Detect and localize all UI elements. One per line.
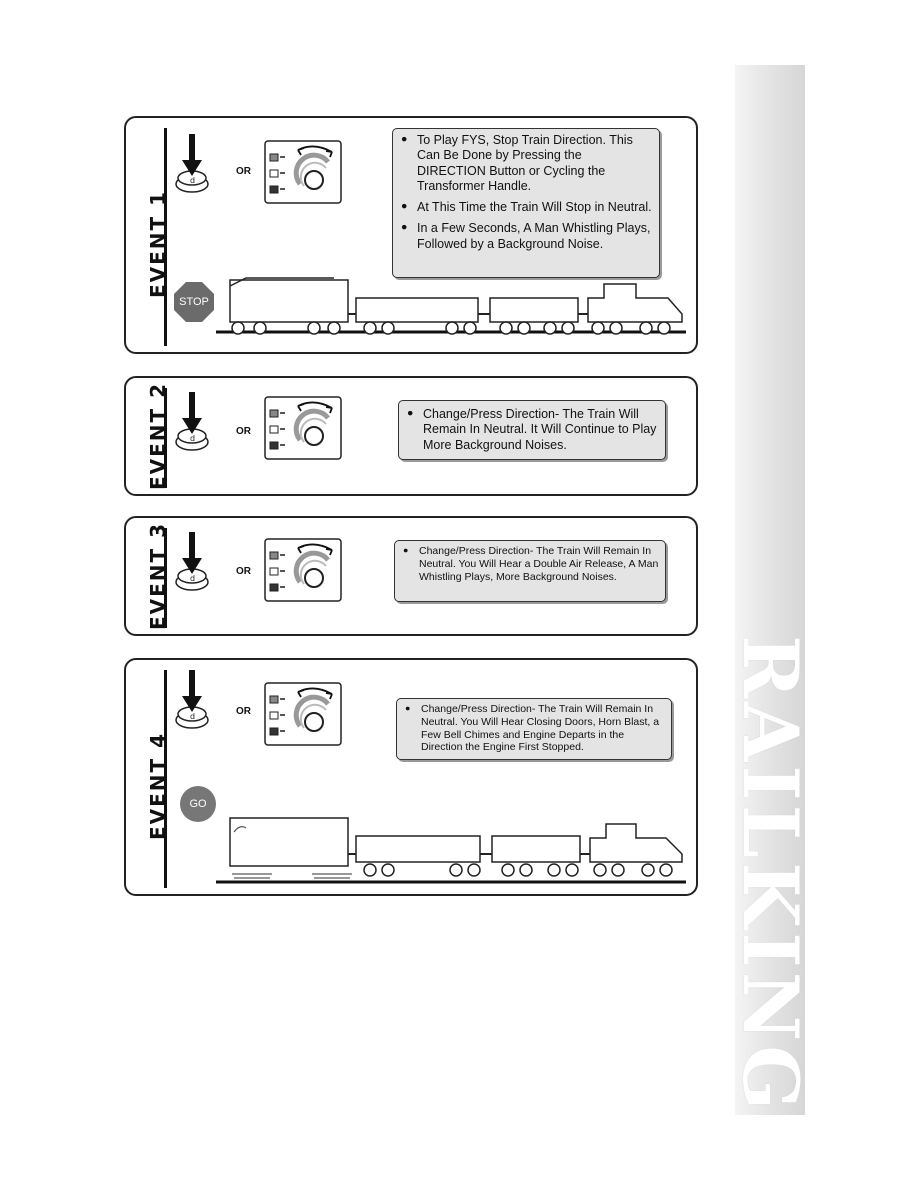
- instruction-callout: Change/Press Direction- The Train Will R…: [394, 540, 666, 602]
- transformer-icon: [264, 396, 342, 460]
- svg-text:d: d: [190, 574, 195, 583]
- divider: [164, 128, 167, 346]
- direction-button-icon: d: [175, 670, 209, 729]
- event-panel-3: EVENT 3 d OR Change/Press Direction- The…: [124, 516, 698, 636]
- divider: [164, 528, 167, 628]
- divider: [164, 670, 167, 888]
- svg-text:d: d: [190, 712, 195, 721]
- instruction-bullet: In a Few Seconds, A Man Whistling Plays,…: [399, 221, 653, 252]
- transformer-icon: [264, 682, 342, 746]
- instruction-bullet: Change/Press Direction- The Train Will R…: [403, 703, 665, 754]
- brand-logo: RAILKING: [726, 635, 815, 1114]
- transformer-icon: [264, 538, 342, 602]
- event-panel-1: EVENT 1 d OR To Play FYS, Stop Train Dir…: [124, 116, 698, 354]
- instruction-callout: Change/Press Direction- The Train Will R…: [398, 400, 666, 460]
- train-illustration: [216, 817, 686, 884]
- direction-button-icon: d: [175, 134, 209, 193]
- svg-text:d: d: [190, 176, 195, 185]
- transformer-icon: [264, 140, 342, 204]
- or-label: OR: [236, 566, 251, 577]
- instruction-bullet: Change/Press Direction- The Train Will R…: [405, 407, 659, 453]
- divider: [164, 388, 167, 488]
- or-label: OR: [236, 166, 251, 177]
- instruction-bullet: To Play FYS, Stop Train Direction. This …: [399, 133, 653, 194]
- stop-sign: STOP: [174, 282, 214, 322]
- or-label: OR: [236, 426, 251, 437]
- train-illustration: [216, 277, 686, 335]
- or-label: OR: [236, 706, 251, 717]
- instruction-callout: Change/Press Direction- The Train Will R…: [396, 698, 672, 760]
- instruction-callout: To Play FYS, Stop Train Direction. This …: [392, 128, 660, 278]
- direction-button-icon: d: [175, 392, 209, 451]
- svg-text:d: d: [190, 434, 195, 443]
- stop-sign-label: STOP: [179, 296, 209, 308]
- direction-button-icon: d: [175, 532, 209, 591]
- go-sign: GO: [180, 786, 216, 822]
- brand-text: RAILKING: [726, 635, 815, 1115]
- event-panel-2: EVENT 2 d OR Change/Press Direction- The…: [124, 376, 698, 496]
- instruction-bullet: Change/Press Direction- The Train Will R…: [401, 545, 659, 583]
- brand-sidebar: [735, 65, 805, 1115]
- instruction-bullet: At This Time the Train Will Stop in Neut…: [399, 200, 653, 215]
- event-panel-4: EVENT 4 d OR Change/Press Direction- The…: [124, 658, 698, 896]
- go-sign-label: GO: [189, 798, 207, 810]
